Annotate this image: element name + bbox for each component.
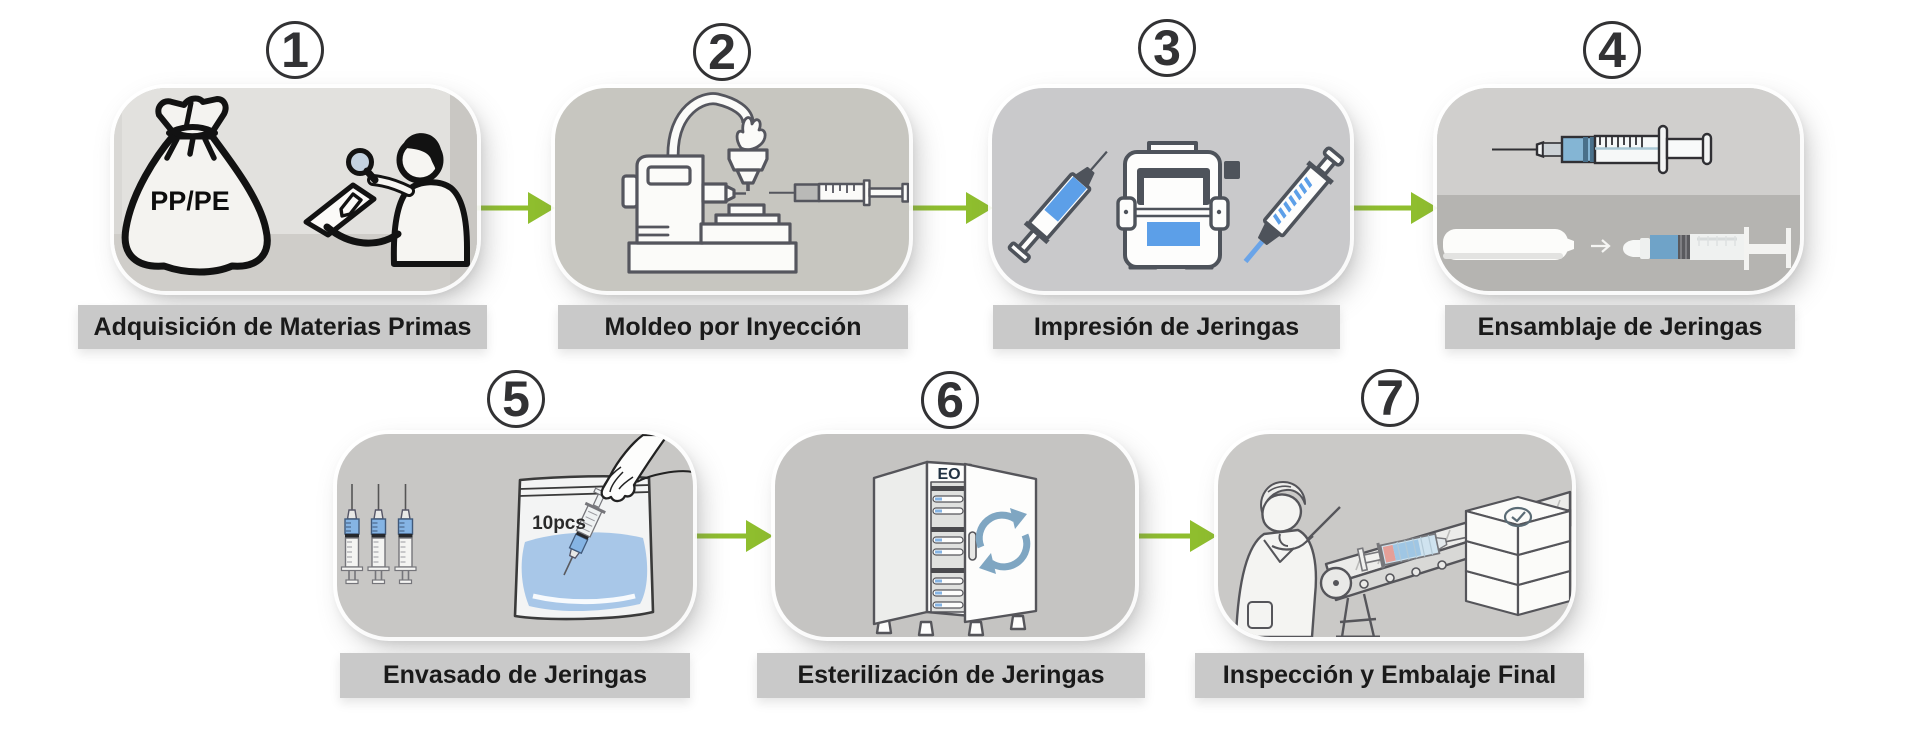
svg-text:PP/PE: PP/PE (150, 186, 230, 216)
svg-text:10pcs: 10pcs (532, 513, 586, 534)
svg-text:EO: EO (937, 466, 960, 483)
